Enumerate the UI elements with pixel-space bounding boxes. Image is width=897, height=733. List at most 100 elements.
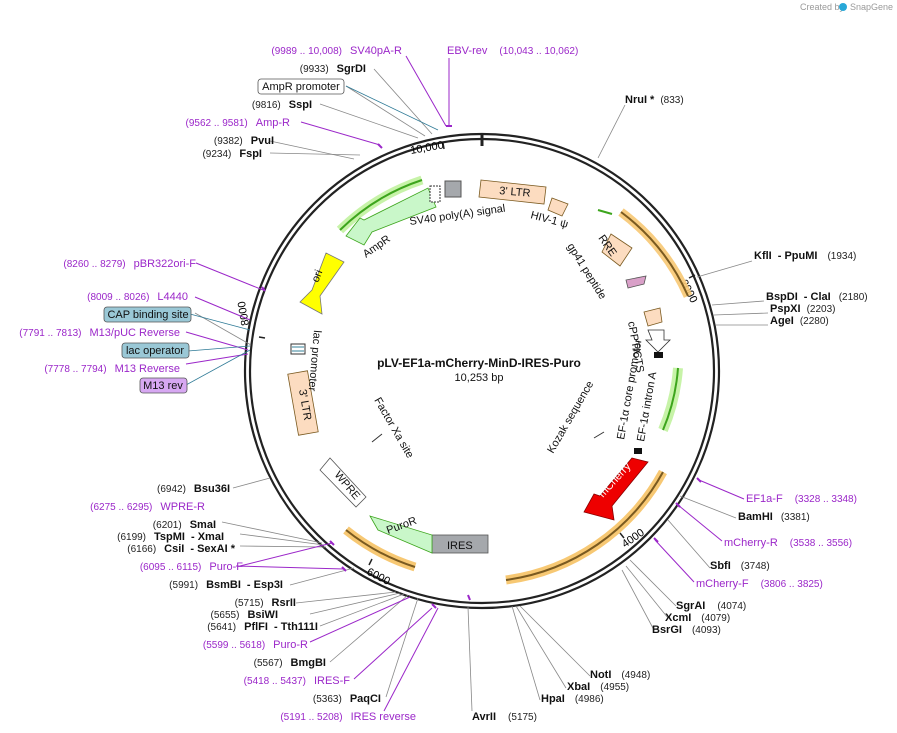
site-pflfi: (5641)PflFI- Tth111I xyxy=(207,621,318,633)
ltr3-top-box xyxy=(478,179,547,205)
lac-operator-label: lac operator xyxy=(126,345,184,357)
kozak-marker xyxy=(634,448,642,454)
site-smai: (6201)SmaI xyxy=(153,519,216,531)
site-pvui: (9382)PvuI xyxy=(214,135,274,147)
lac-operator-box xyxy=(121,342,190,359)
tick-8000 xyxy=(258,336,266,339)
site-xbai: XbaI(4955) xyxy=(567,681,629,693)
box-leaders xyxy=(185,85,439,386)
primer-ampr: (9562 .. 9581)Amp-R xyxy=(186,117,291,129)
site-agei: AgeI(2280) xyxy=(770,315,829,327)
site-nrui: NruI *(833) xyxy=(625,94,684,106)
gp41-peptide-arc xyxy=(620,211,689,297)
ampr-promoter-label: AmpR promoter xyxy=(262,81,340,93)
primer-iresf: (5418 .. 5437)IRES-F xyxy=(244,675,351,687)
sv40-polya-box xyxy=(444,180,462,198)
primer-purof: (6095 .. 6115)Puro-F xyxy=(140,561,243,573)
highlight-arc-ef1-intron xyxy=(658,367,683,432)
primer-m13puc: (7791 .. 7813)M13/pUC Reverse xyxy=(19,327,180,339)
snapgene-logo-icon xyxy=(839,3,847,11)
kozak-leader xyxy=(593,431,605,439)
factor-xa-leader xyxy=(371,433,383,443)
primer-mcherryf: mCherry-F(3806 .. 3825) xyxy=(696,578,823,590)
primer-ticks xyxy=(261,125,702,609)
primer-ebvrev: EBV-rev(10,043 .. 10,062) xyxy=(447,45,578,57)
site-kfli: KflI- PpuMI(1934) xyxy=(754,250,856,262)
site-sgrai: SgrAI(4074) xyxy=(676,600,746,612)
site-noti: NotI(4948) xyxy=(590,669,650,681)
ampr-promoter-box xyxy=(257,78,345,95)
rre-arrow xyxy=(597,209,613,215)
primer-leaders xyxy=(185,55,745,712)
site-bmgbi: (5567)BmgBI xyxy=(254,657,326,669)
cap-binding-site-label: CAP binding site xyxy=(107,309,188,321)
site-tspmi: (6199)TspMI- XmaI xyxy=(117,531,224,543)
cap-binding-site-box xyxy=(103,306,192,323)
site-sgrdi: (9933)SgrDI xyxy=(300,63,366,75)
site-bamhi: BamHI(3381) xyxy=(738,511,810,523)
ampr-top-arc xyxy=(339,179,423,231)
primer-ef1af: EF1a-F(3328 .. 3348) xyxy=(746,493,857,505)
primer-sv40par: (9989 .. 10,008)SV40pA-R xyxy=(271,45,402,57)
site-bsmbi: (5991)BsmBI- Esp3I xyxy=(169,579,283,591)
credit-prefix: Created by xyxy=(800,2,845,12)
hiv-psi-box xyxy=(547,197,569,217)
site-bsrgi: BsrGI(4093) xyxy=(652,624,721,636)
gp41-label: gp41 peptide xyxy=(564,241,608,301)
ires-label: IRES xyxy=(447,540,473,552)
ltr3-bottom-box xyxy=(287,370,319,436)
rre-box xyxy=(601,233,633,267)
tick-label-10000: 10,000 xyxy=(409,139,444,157)
ori-label: ori xyxy=(310,268,326,284)
ltr3-top-label: 3' LTR xyxy=(499,185,531,200)
lac-promoter-label: lac promoter xyxy=(306,330,323,392)
plasmid-size: 10,253 bp xyxy=(455,372,504,384)
site-hpai: HpaI(4986) xyxy=(541,693,604,705)
puror-arc xyxy=(345,529,416,568)
ef1-promoter-arrow xyxy=(645,329,671,353)
site-xcmi: XcmI(4079) xyxy=(665,612,730,624)
primer-puror: (5599 .. 5618)Puro-R xyxy=(203,639,308,651)
site-paqci: (5363)PaqCI xyxy=(313,693,381,705)
plasmid-name: pLV-EF1a-mCherry-MinD-IRES-Puro xyxy=(377,356,581,370)
site-avrii: AvrII(5175) xyxy=(472,711,537,723)
tick-4000 xyxy=(619,532,625,539)
mcherry-arrow xyxy=(583,457,649,521)
primer-wprer: (6275 .. 6295)WPRE-R xyxy=(90,501,205,513)
tick-10000 xyxy=(442,142,445,150)
primer-m13reverse: (7778 .. 7794)M13 Reverse xyxy=(44,363,180,375)
site-bsiwi: (5655)BsiWI xyxy=(211,609,278,621)
kozak-label: Kozak sequence xyxy=(545,379,596,455)
site-fspi: (9234)FspI xyxy=(202,148,262,160)
primer-iresrev: (5191 .. 5208)IRES reverse xyxy=(280,711,416,723)
tick-2000 xyxy=(688,274,696,279)
site-sbfi: SbfI(3748) xyxy=(710,560,770,572)
primer-pbr322: (8260 .. 8279)pBR322ori-F xyxy=(63,258,196,270)
cppt-box xyxy=(643,307,663,327)
wpre-box xyxy=(319,457,367,508)
ef1-intron-label: EF-1α intron A xyxy=(635,370,659,442)
primer-l4440: (8009 .. 8026)L4440 xyxy=(87,291,188,303)
tick-6000 xyxy=(368,558,373,566)
m13-rev-label: M13 rev xyxy=(143,380,183,392)
ltr3-bottom-label: 3' LTR xyxy=(296,388,313,421)
ori-arrow xyxy=(299,252,345,315)
gp41-marker xyxy=(625,275,647,289)
credit-brand[interactable]: SnapGene xyxy=(850,2,893,12)
site-leaders xyxy=(194,68,769,712)
ef1-intron-arc xyxy=(662,367,679,431)
tick-label-8000: 8000 xyxy=(236,300,252,326)
ampr-promoter-mark xyxy=(429,185,441,203)
lac-operator-mark xyxy=(290,343,306,355)
site-rsrii: (5715)RsrII xyxy=(235,597,296,609)
site-pspxi: PspXI(2203) xyxy=(770,303,835,315)
factor-xa-label: Factor Xa site xyxy=(371,396,415,461)
site-csii: (6166)CsiI- SexAI * xyxy=(127,543,235,555)
primer-mcherryr: mCherry-R(3538 .. 3556) xyxy=(724,537,852,549)
ef1-marker xyxy=(654,352,663,358)
puror-arrow xyxy=(369,515,433,554)
ampr-arrow xyxy=(345,187,437,246)
site-sspi: (9816)SspI xyxy=(252,99,312,111)
mind-arc xyxy=(505,471,664,581)
